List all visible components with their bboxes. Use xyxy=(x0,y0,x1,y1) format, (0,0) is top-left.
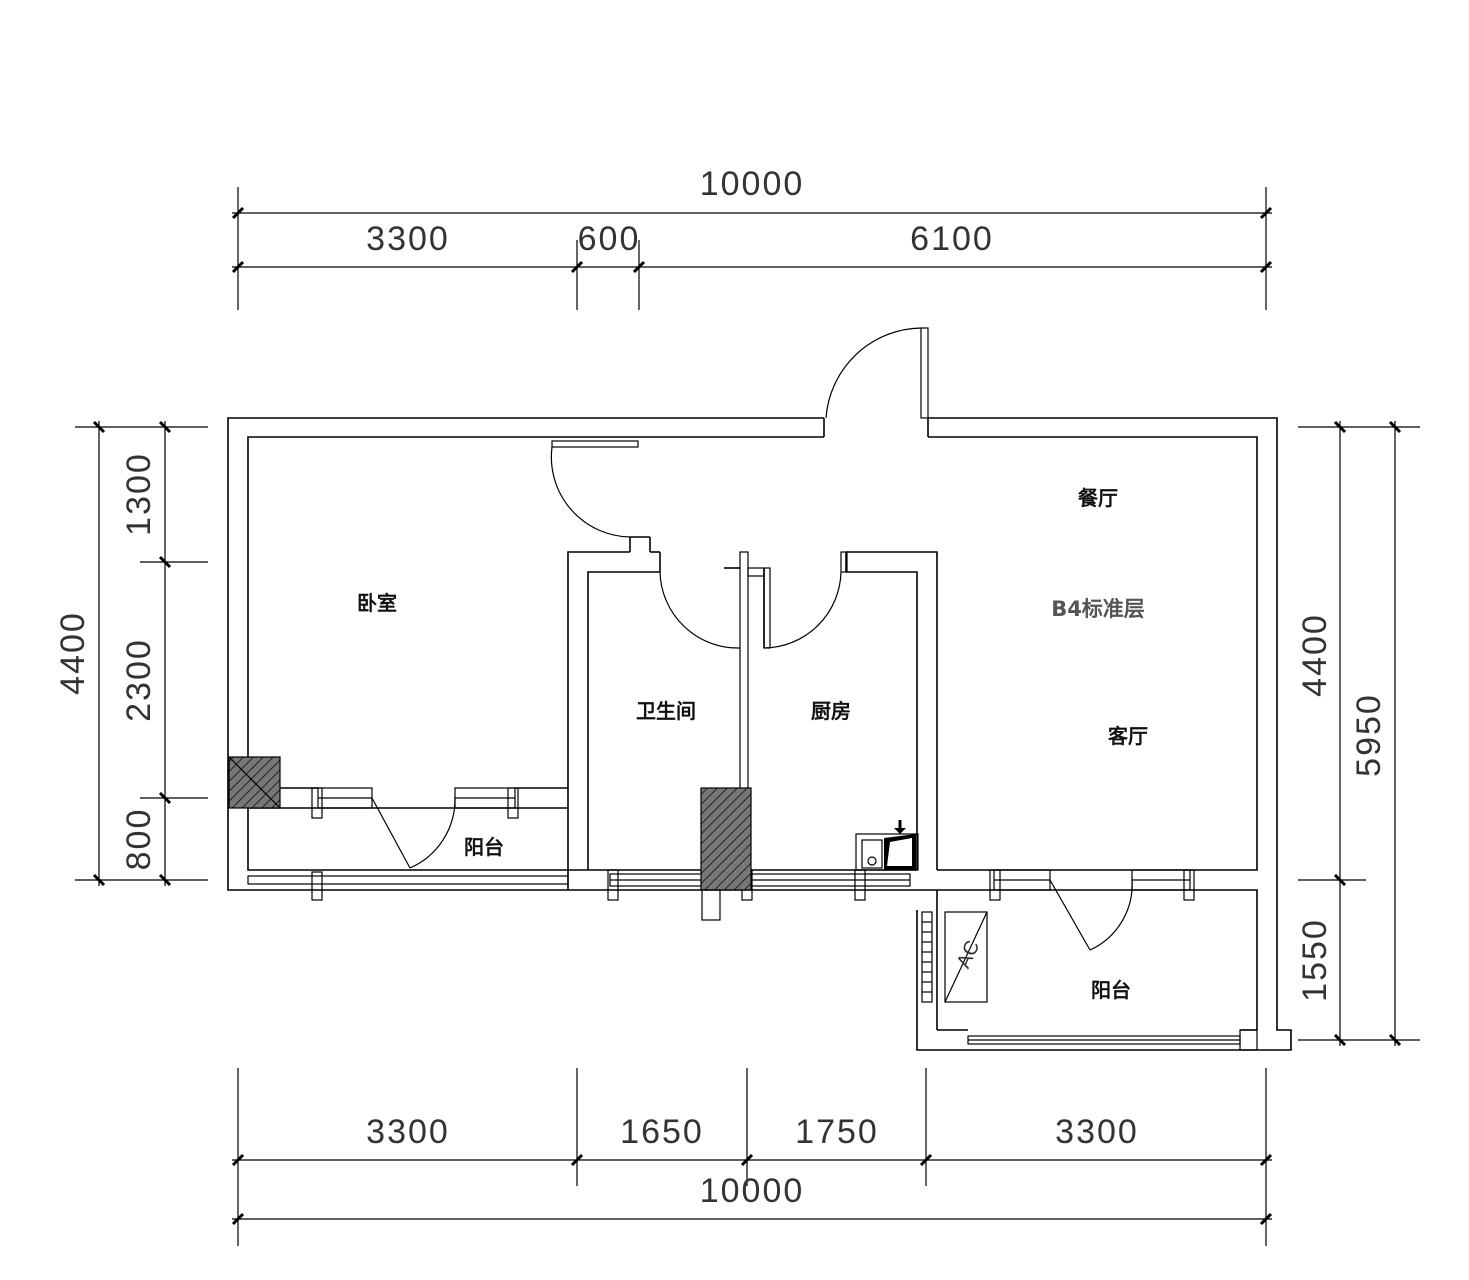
left-dimension-lines xyxy=(75,420,208,887)
bedroom-door xyxy=(550,440,639,538)
dim-top-2: 600 xyxy=(578,220,641,258)
dim-right-2: 1550 xyxy=(1296,918,1334,1002)
dim-left-3: 800 xyxy=(120,808,158,871)
floor-label: B4标准层 xyxy=(1051,597,1145,621)
ac-label: AC xyxy=(953,937,985,971)
dim-right-total: 5950 xyxy=(1350,693,1388,777)
top-dimension-lines xyxy=(231,187,1273,310)
room-dining: 餐厅 xyxy=(1078,486,1118,510)
bottom-dimension-lines xyxy=(231,1068,1273,1246)
right-dimension-lines xyxy=(1298,420,1420,1047)
dim-left-2: 2300 xyxy=(120,638,158,722)
dim-top-1: 3300 xyxy=(366,220,450,258)
dim-left-total: 4400 xyxy=(54,611,92,695)
room-living: 客厅 xyxy=(1107,724,1148,748)
kitchen-appliance xyxy=(855,820,919,871)
kitchen-door xyxy=(763,551,848,649)
outer-walls xyxy=(227,417,1292,1051)
dim-right-1: 4400 xyxy=(1296,613,1334,697)
vent-strip xyxy=(921,911,933,1003)
right-balcony-window xyxy=(967,1029,1258,1051)
entrance-door xyxy=(825,327,929,419)
dim-bottom-total: 10000 xyxy=(700,1172,805,1210)
dim-left-1: 1300 xyxy=(120,452,158,536)
column-middle xyxy=(700,787,752,891)
left-balcony-openings xyxy=(311,787,519,869)
dim-top-total: 10000 xyxy=(700,165,805,203)
dim-bottom-2: 1650 xyxy=(620,1113,704,1151)
dim-bottom-4: 3300 xyxy=(1055,1113,1139,1151)
bottom-left-window xyxy=(247,871,569,901)
dim-top-3: 6100 xyxy=(910,220,994,258)
bathroom-door xyxy=(659,571,741,649)
dim-bottom-1: 3300 xyxy=(366,1113,450,1151)
room-balcony-right: 阳台 xyxy=(1091,978,1131,1002)
room-balcony-left: 阳台 xyxy=(464,835,504,859)
living-balcony-openings xyxy=(989,869,1195,951)
dim-bottom-3: 1750 xyxy=(795,1113,879,1151)
room-kitchen: 厨房 xyxy=(811,699,851,723)
ac-unit: AC xyxy=(944,911,988,1003)
room-bedroom: 卧室 xyxy=(357,591,397,615)
room-bathroom: 卫生间 xyxy=(636,699,696,723)
